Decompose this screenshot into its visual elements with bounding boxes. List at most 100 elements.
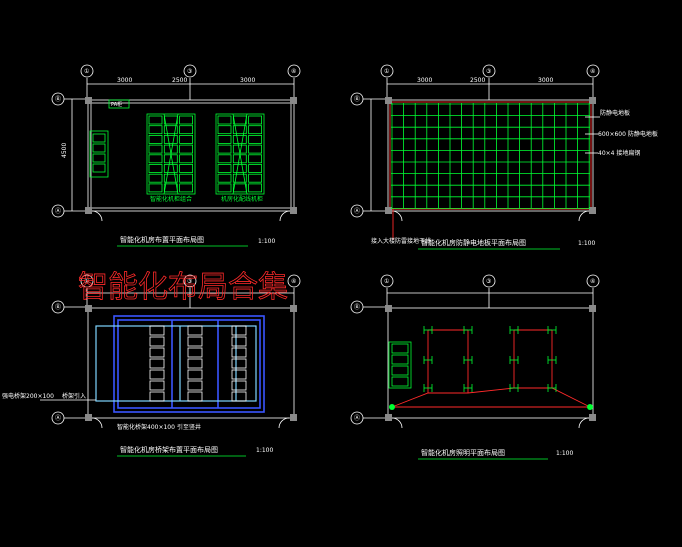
light-fixture [547, 384, 557, 392]
rack-cabinet [149, 336, 165, 347]
axis-bubbles-left: Ⓑ Ⓐ 4500 [51, 92, 88, 218]
column [85, 414, 92, 421]
light-fixture [463, 356, 473, 364]
rack-cabinet [248, 125, 263, 135]
rack-cabinet [232, 134, 247, 144]
door-swing [578, 417, 590, 429]
column [290, 305, 297, 312]
rack-cabinet [187, 391, 203, 402]
rack-cabinet [179, 154, 194, 164]
column [589, 414, 596, 421]
junction-node [587, 404, 593, 410]
room-wall [387, 99, 594, 212]
axis-bubble-3: ③ [187, 278, 192, 285]
rack-cabinet [148, 125, 163, 135]
rack-cabinet [187, 369, 203, 380]
column [385, 305, 392, 312]
plan-1-title: 智能化机房布置平面布局图 [120, 235, 204, 244]
dim-text: 3000 [117, 77, 132, 84]
note-ground-trunk: 接入大楼防雷接地干线 [371, 237, 431, 245]
light-fixture [423, 356, 433, 364]
rack-cabinet [148, 164, 163, 173]
column [85, 207, 92, 214]
rack-cabinet [149, 391, 165, 402]
grounding-ring [389, 101, 592, 210]
rack-cabinet [179, 144, 194, 154]
rack-cabinet [149, 369, 165, 380]
plan-2-title: 智能化机房防静电地板平面布局图 [421, 238, 526, 247]
note-ground-bar: 40×4 接地扁钢 [598, 149, 640, 157]
note-tray-entry: 桥架引入 [62, 392, 86, 400]
rack-cabinet [187, 358, 203, 369]
dim-text: 3000 [417, 77, 432, 84]
rack-group-left [146, 113, 196, 195]
rack-cabinet [179, 183, 194, 193]
rack-cabinet [248, 134, 263, 144]
rack-cabinet [149, 358, 165, 369]
column [385, 97, 392, 104]
door-swing [91, 210, 103, 222]
axis-bubble-a: Ⓐ [354, 207, 360, 215]
column [290, 97, 297, 104]
rack-label-left: 智能化机柜组合 [150, 195, 192, 203]
rack-cabinet [149, 325, 165, 336]
dimension-line: 3000 2500 3000 [87, 77, 294, 85]
column [290, 414, 297, 421]
light-fixture [509, 384, 519, 392]
rack-cabinet [148, 134, 163, 144]
rack-cabinet [217, 183, 232, 193]
note-data-tray: 智能化桥架400×100 [117, 423, 175, 431]
rack-cabinet [148, 144, 163, 154]
axis-bubble-b: Ⓑ [354, 95, 360, 103]
column [385, 207, 392, 214]
side-rack-group [89, 130, 109, 178]
plan-4-title: 智能化机房照明平面布局图 [421, 448, 505, 457]
axis-bubble-a: Ⓐ [55, 207, 61, 215]
door-swing [391, 417, 403, 429]
rack-label-right: 机房化配线机柜 [221, 195, 263, 203]
axis-bubble-4: ④ [291, 278, 296, 285]
rack-cabinet [248, 173, 263, 183]
note-floor: 防静电地板 [600, 109, 630, 117]
rack-cabinet [187, 347, 203, 358]
light-fixture [423, 326, 433, 334]
rack-cabinet [217, 115, 232, 125]
column [589, 305, 596, 312]
plan-4-lighting-layout: ① ③ ④ Ⓑ Ⓐ [350, 274, 600, 460]
door-swing [91, 417, 103, 429]
dim-text: 3000 [240, 77, 255, 84]
column [385, 414, 392, 421]
note-floor-size: 600×600 防静电地板 [598, 130, 658, 138]
axis-bubble-1: ① [84, 68, 89, 75]
light-fixture [547, 356, 557, 364]
rack-cabinet [232, 183, 247, 193]
rack-cabinet [217, 134, 232, 144]
plan-3-title: 智能化机房桥架布置平面布局图 [120, 445, 218, 454]
axis-bubble-4: ④ [291, 68, 296, 75]
rack-cabinet [217, 125, 232, 135]
rack-cabinet [187, 380, 203, 391]
rack-cabinet [163, 164, 178, 173]
rack-group-right [215, 113, 265, 195]
rack-cabinet [217, 144, 232, 154]
rack-cabinet [187, 325, 203, 336]
door-swing [578, 210, 590, 222]
axis-bubbles-top: ① ③ ④ [80, 64, 301, 100]
watermark-title: 智能化布局合集 [78, 270, 288, 305]
antistatic-floor-grid [391, 103, 590, 209]
door-swing [278, 417, 290, 429]
note-riser: 引至竖井 [177, 423, 201, 431]
axis-bubble-1: ① [384, 68, 389, 75]
rack-cabinet [248, 183, 263, 193]
rack-cabinet [231, 391, 247, 402]
plan-1-scale: 1:100 [258, 238, 275, 245]
rack-cabinet [231, 325, 247, 336]
dim-text: 2500 [172, 77, 187, 84]
axis-bubble-3: ③ [187, 68, 192, 75]
rack-cabinet [187, 336, 203, 347]
rack-cabinet [179, 173, 194, 183]
plan-3-scale: 1:100 [256, 447, 273, 454]
rack-cabinet [248, 154, 263, 164]
pa-cabinet [108, 99, 130, 109]
rack-cabinet [248, 144, 263, 154]
